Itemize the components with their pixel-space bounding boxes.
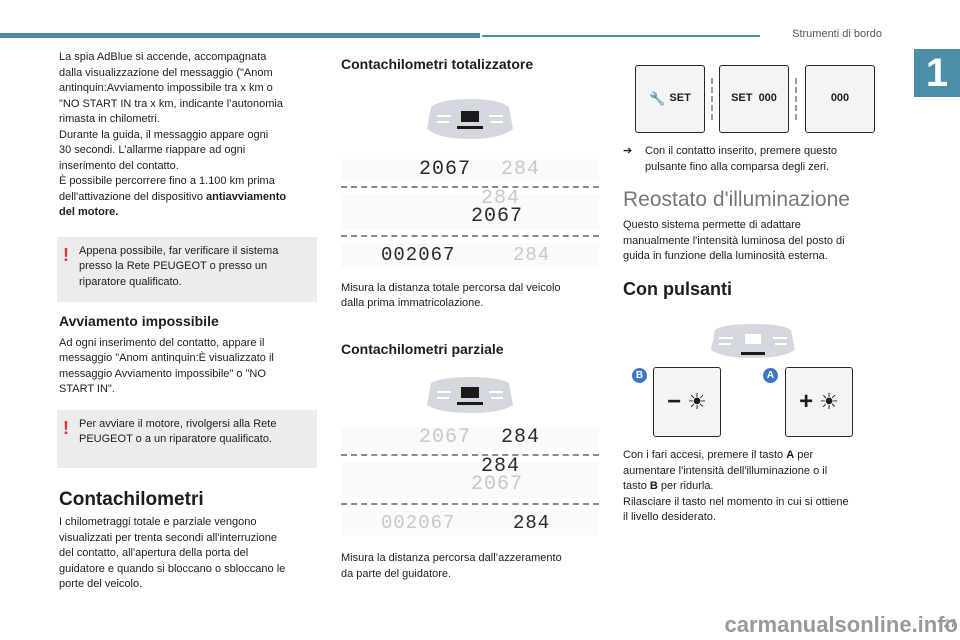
heading-contachilometri: Contachilometri <box>59 488 204 510</box>
odometer-display-totalizzatore: 2067 284 284 2067 002067 284 <box>341 158 599 267</box>
brighten-button-a[interactable]: + ☀ <box>785 367 853 437</box>
heading-avviamento: Avviamento impossibile <box>59 313 219 329</box>
heading-parziale: Contachilometri parziale <box>341 340 504 357</box>
heading-pulsanti: Con pulsanti <box>623 279 732 299</box>
reostato-text: Questo sistema permette di adattare manu… <box>623 219 845 262</box>
wrench-icon: 🔧 <box>649 91 666 107</box>
chapter-badge: 1 <box>914 49 960 97</box>
label-a-badge: A <box>763 368 778 383</box>
dashboard-totalizzatore-icon <box>341 98 599 145</box>
minus-icon: − <box>667 388 682 416</box>
plus-icon: + <box>799 388 814 416</box>
dashboard-parziale-icon <box>341 377 599 415</box>
dashboard-pulsanti-icon <box>709 324 797 366</box>
watermark-logo: carmanualsonline.info <box>724 612 959 637</box>
heading-totalizzatore: Contachilometri totalizzatore <box>341 56 534 72</box>
header-bar-thin <box>482 35 760 37</box>
contachilometri-text: I chilometraggi totale e parziale vengon… <box>59 516 286 590</box>
set-note: ➔ Con il contatto inserito, premere ques… <box>623 145 837 173</box>
page-number: 27 <box>943 618 956 630</box>
warning-exclamation-icon: ! <box>63 417 69 438</box>
column-1: La spia AdBlue si accende, accompagnata … <box>57 50 317 593</box>
avviamento-text: Ad ogni inserimento del contatto, appare… <box>59 336 274 396</box>
zero-button[interactable]: 000 <box>805 65 875 133</box>
label-b-badge: B <box>632 368 647 383</box>
column-3: 🔧 SET SET 000 000 ➔ Con il contatto inse… <box>623 50 881 610</box>
brightness-icon: ☀ <box>687 389 707 415</box>
warning-box-start: ! Per avviare il motore, rivolgersi alla… <box>57 409 317 468</box>
header-bar <box>0 33 480 38</box>
brightness-icon: ☀ <box>819 389 839 415</box>
dim-button-b[interactable]: − ☀ <box>653 367 721 437</box>
pulsanti-text: Con i fari accesi, premere il tasto A pe… <box>623 449 849 523</box>
arrow-right-icon: ➔ <box>623 145 633 157</box>
column-2: Contachilometri totalizzatore 2067 284 2… <box>341 50 599 582</box>
warning-exclamation-icon: ! <box>63 244 69 265</box>
heading-reostato: Reostato d'illuminazione <box>623 188 850 211</box>
intro-text: La spia AdBlue si accende, accompagnata … <box>59 51 287 218</box>
warning-box-service: ! Appena possibile, far verificare il si… <box>57 236 317 302</box>
parziale-text: Misura la distanza percorsa dall’azzeram… <box>341 552 562 580</box>
odometer-display-parziale: 2067 284 284 2067 002067 284 <box>341 427 599 535</box>
section-title: Strumenti di bordo <box>792 28 882 40</box>
set-zero-button[interactable]: SET 000 <box>719 65 789 133</box>
totalizzatore-text: Misura la distanza totale percorsa dal v… <box>341 281 561 310</box>
set-wrench-button[interactable]: 🔧 SET <box>635 65 705 133</box>
